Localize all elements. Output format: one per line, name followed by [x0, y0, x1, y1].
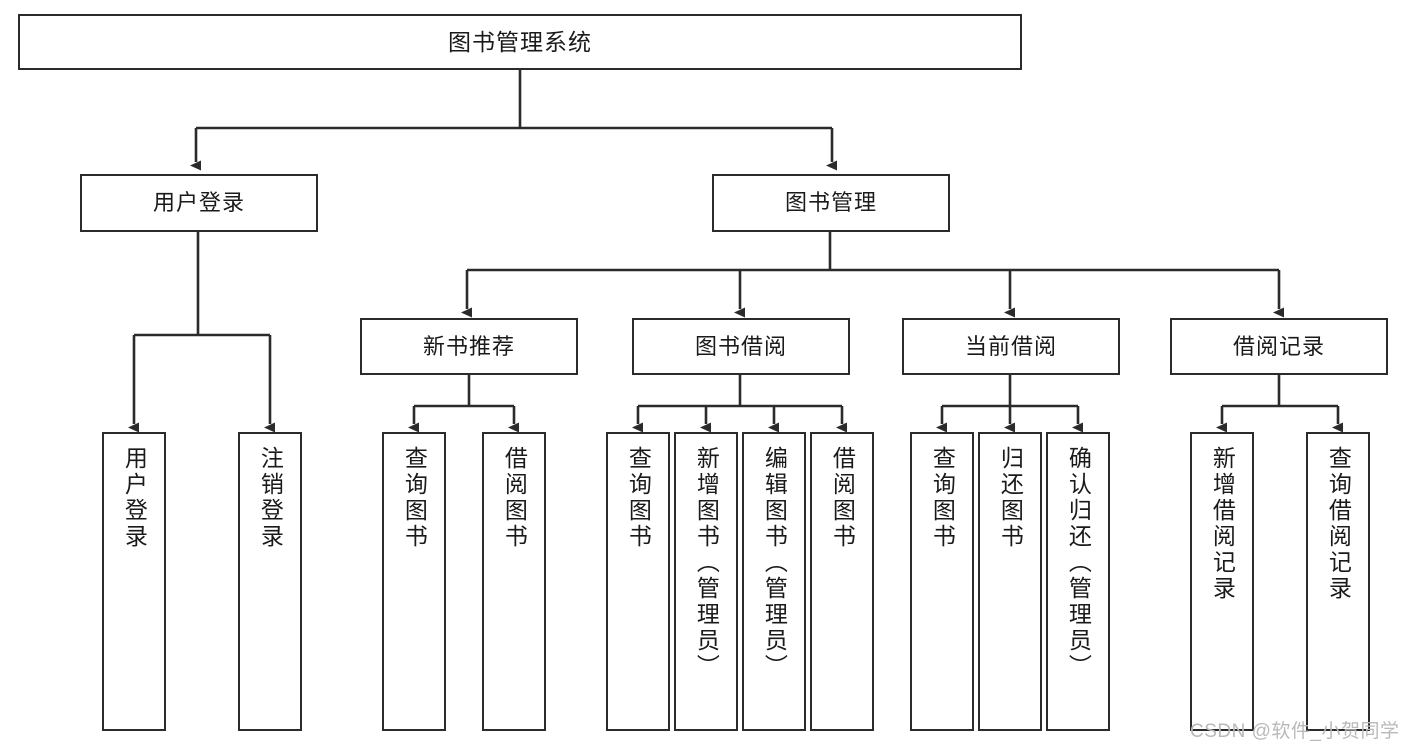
leaf-query-borrow-record[interactable]: 查询借阅记录: [1306, 432, 1370, 731]
node-label: 用户登录: [121, 446, 148, 550]
node-label: 新书推荐: [422, 333, 515, 359]
node-label: 查询图书: [401, 446, 428, 550]
leaf-edit-book-admin[interactable]: 编辑图书（管理员）: [742, 432, 806, 731]
node-label: 用户登录: [152, 190, 245, 216]
node-label: 新增图书（管理员）: [693, 446, 720, 680]
node-label: 注销登录: [257, 446, 284, 550]
node-label: 图书借阅: [694, 333, 787, 359]
node-label: 归还图书: [997, 446, 1024, 550]
leaf-query-book-current[interactable]: 查询图书: [910, 432, 974, 731]
leaf-borrow-book[interactable]: 借阅图书: [810, 432, 874, 731]
node-book-management-system[interactable]: 图书管理系统: [18, 14, 1022, 70]
leaf-borrow-book-recommend[interactable]: 借阅图书: [482, 432, 546, 731]
node-label: 当前借阅: [964, 333, 1057, 359]
node-user-login[interactable]: 用户登录: [80, 174, 318, 232]
node-label: 查询借阅记录: [1325, 446, 1352, 602]
node-borrow-records[interactable]: 借阅记录: [1170, 318, 1388, 375]
node-label: 借阅记录: [1232, 333, 1325, 359]
leaf-query-book-borrow[interactable]: 查询图书: [606, 432, 670, 731]
leaf-query-book-recommend[interactable]: 查询图书: [382, 432, 446, 731]
node-label: 编辑图书（管理员）: [761, 446, 788, 680]
node-current-borrow[interactable]: 当前借阅: [902, 318, 1120, 375]
leaf-logout[interactable]: 注销登录: [238, 432, 302, 731]
leaf-confirm-return-admin[interactable]: 确认归还（管理员）: [1046, 432, 1110, 731]
node-label: 查询图书: [625, 446, 652, 550]
node-book-management[interactable]: 图书管理: [712, 174, 950, 232]
leaf-add-book-admin[interactable]: 新增图书（管理员）: [674, 432, 738, 731]
node-label: 确认归还（管理员）: [1065, 446, 1092, 680]
node-label: 查询图书: [929, 446, 956, 550]
node-label: 图书管理: [784, 190, 877, 216]
node-label: 借阅图书: [829, 446, 856, 550]
node-label: 图书管理系统: [448, 28, 592, 55]
node-new-book-recommend[interactable]: 新书推荐: [360, 318, 578, 375]
node-label: 借阅图书: [501, 446, 528, 550]
leaf-return-book[interactable]: 归还图书: [978, 432, 1042, 731]
csdn-watermark: CSDN @软件_小贺同学: [1190, 721, 1400, 742]
node-label: 新增借阅记录: [1209, 446, 1236, 602]
node-book-borrow[interactable]: 图书借阅: [632, 318, 850, 375]
leaf-add-borrow-record[interactable]: 新增借阅记录: [1190, 432, 1254, 731]
leaf-user-login[interactable]: 用户登录: [102, 432, 166, 731]
